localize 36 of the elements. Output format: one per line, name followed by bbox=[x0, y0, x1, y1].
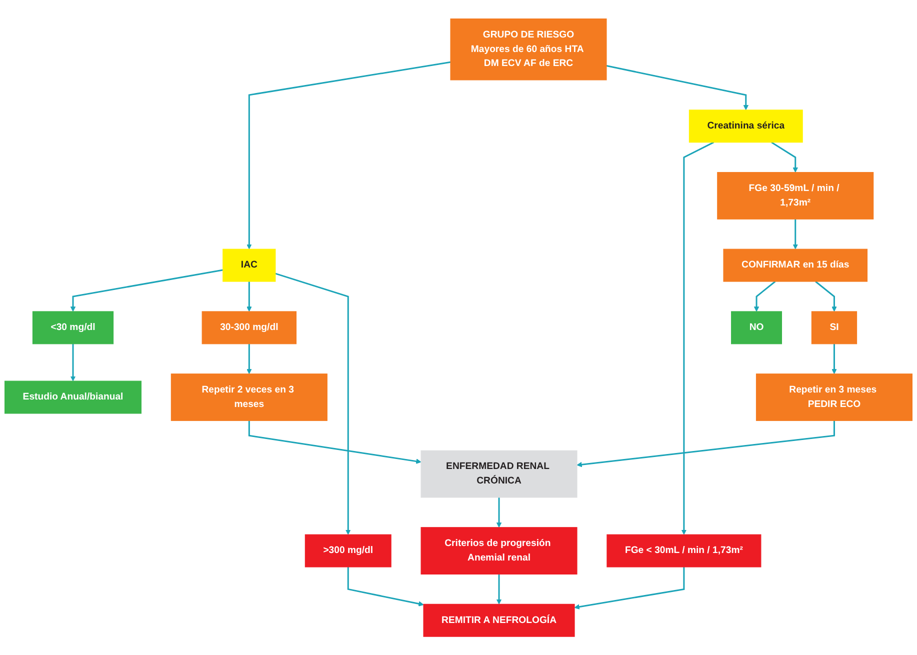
arrow bbox=[496, 497, 502, 528]
arrow bbox=[754, 280, 776, 312]
arrow bbox=[574, 566, 685, 610]
node-box: NO bbox=[731, 311, 782, 344]
arrow bbox=[815, 280, 837, 312]
node-box: 30-300 mg/dl bbox=[202, 311, 297, 344]
node-box: SI bbox=[811, 311, 858, 344]
node-box: ENFERMEDAD RENAL CRÓNICA bbox=[420, 450, 578, 498]
node-box: FGe < 30mL / min / 1,73m² bbox=[606, 534, 762, 568]
arrow bbox=[70, 344, 76, 382]
arrow bbox=[496, 574, 502, 604]
arrow bbox=[248, 420, 422, 464]
arrow bbox=[681, 142, 714, 535]
arrow bbox=[275, 272, 351, 535]
arrow bbox=[70, 269, 224, 312]
node-box: Criterios de progresión Anemial renal bbox=[420, 526, 578, 574]
arrow bbox=[347, 566, 424, 606]
arrow bbox=[771, 142, 798, 172]
arrow bbox=[246, 281, 252, 312]
node-box: <30 mg/dl bbox=[32, 311, 114, 344]
arrow bbox=[246, 344, 252, 374]
node-box: >300 mg/dl bbox=[304, 534, 392, 568]
arrow bbox=[832, 344, 837, 374]
node-box: CONFIRMAR en 15 días bbox=[723, 248, 868, 282]
arrow bbox=[246, 61, 451, 250]
node-box: Creatinina sérica bbox=[688, 109, 803, 142]
node-box: FGe 30-59mL / min / 1,73m² bbox=[717, 172, 874, 220]
node-box: Repetir 2 veces en 3 meses bbox=[170, 373, 328, 421]
node-box: Estudio Anual/bianual bbox=[4, 380, 142, 414]
arrow bbox=[792, 218, 798, 250]
node-box: REMITIR A NEFROLOGÍA bbox=[423, 604, 575, 637]
node-box: Repetir en 3 meses PEDIR ECO bbox=[756, 373, 912, 421]
node-box: IAC bbox=[222, 248, 276, 282]
node-box: GRUPO DE RIESGO Mayores de 60 años HTA DM ECV AF de ERC bbox=[450, 18, 607, 80]
arrow bbox=[576, 420, 835, 467]
arrow bbox=[606, 64, 749, 110]
